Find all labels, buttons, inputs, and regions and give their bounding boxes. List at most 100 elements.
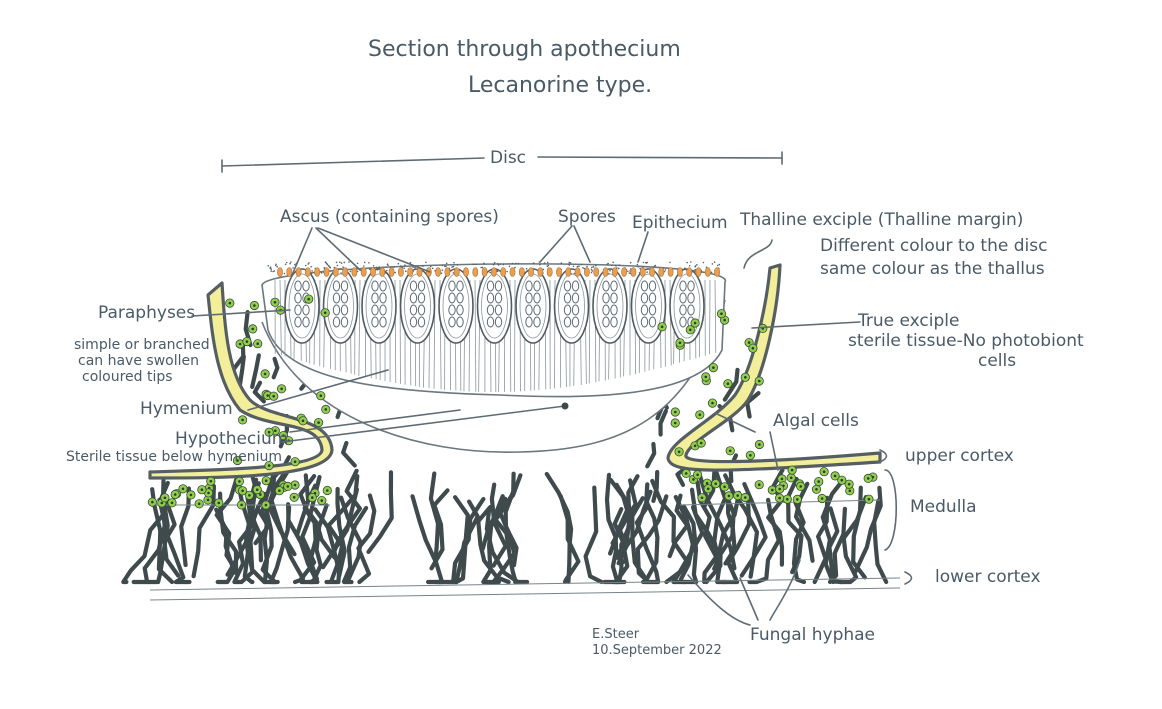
algal-cell	[186, 490, 196, 500]
spore	[494, 316, 503, 328]
fungal-hypha	[330, 468, 362, 558]
title-line-2: Lecanorine type.	[468, 73, 652, 98]
fungal-hypha	[214, 475, 240, 574]
coloured-tip	[593, 267, 600, 277]
spore	[533, 304, 541, 316]
algal-cell	[792, 494, 802, 504]
true-exciple-note-1: sterile tissue-No photobiont	[848, 331, 1084, 351]
thalline-exciple-left	[148, 281, 334, 480]
spore	[417, 280, 426, 292]
paraphyses-note-1: simple or branched	[74, 337, 210, 353]
spore	[525, 292, 533, 304]
algal-cell	[203, 495, 213, 505]
thalline-exciple-label: Thalline exciple (Thalline margin)	[739, 210, 1023, 230]
algal-cell	[733, 490, 743, 501]
coloured-tip	[518, 267, 525, 277]
algal-cell	[690, 318, 700, 328]
coloured-tip	[295, 267, 302, 277]
algal-cell	[289, 492, 299, 502]
ascus	[592, 268, 628, 344]
fungal-hypha	[366, 470, 394, 554]
spore	[371, 280, 379, 292]
algal-cell	[777, 474, 787, 484]
fungal-hypha	[237, 354, 246, 388]
spore	[610, 316, 618, 328]
coloured-tip	[509, 267, 516, 277]
algal-cell	[283, 481, 293, 491]
fungal-hypha	[252, 380, 266, 404]
algal-cell	[322, 485, 332, 496]
spore	[332, 304, 341, 316]
fungal-hypha	[298, 474, 337, 560]
fungal-hypha	[602, 496, 634, 585]
spore	[409, 292, 418, 304]
algal-cell	[703, 484, 713, 494]
algal-cell	[237, 500, 247, 510]
algal-cell	[814, 476, 824, 487]
algal-cell	[313, 417, 324, 428]
algal-cell	[674, 447, 684, 457]
algal-cell	[740, 492, 750, 503]
true-exciple-label: True exciple	[857, 311, 959, 331]
algal-cell	[206, 476, 216, 486]
algal-cell	[716, 309, 727, 319]
spore	[294, 304, 302, 316]
leader-lines	[191, 225, 913, 626]
algal-cell	[811, 484, 822, 494]
algal-cell	[696, 438, 706, 448]
algal-cells-label: Algal cells	[773, 411, 859, 431]
fungal-hypha	[583, 485, 604, 585]
thalline-note-1: Different colour to the disc	[820, 236, 1047, 256]
algal-cell	[316, 391, 326, 401]
spore	[602, 316, 610, 328]
spore	[294, 316, 302, 328]
coloured-tip	[621, 267, 627, 277]
spore	[409, 280, 418, 292]
coloured-tip	[602, 267, 609, 277]
epithecium-layer	[267, 261, 721, 277]
spore	[648, 316, 657, 328]
coloured-tip	[472, 267, 479, 277]
fungal-hypha	[481, 496, 508, 585]
hypothecium-note: Sterile tissue below hymenium	[66, 449, 282, 465]
spore	[640, 304, 649, 316]
algal-cell	[697, 493, 707, 503]
disc-dimension	[221, 151, 783, 173]
spore	[371, 316, 379, 328]
algal-cell	[844, 479, 854, 489]
fungal-hypha	[313, 507, 342, 585]
fungal-hypha	[712, 471, 728, 585]
spore	[648, 280, 657, 292]
algal-cell	[711, 479, 721, 489]
spore	[302, 304, 310, 316]
spore	[340, 316, 349, 328]
hypothecium-label: Hypothecium	[175, 429, 288, 449]
spore	[679, 316, 687, 328]
algal-cell	[817, 493, 827, 504]
coloured-tip	[667, 267, 674, 277]
fungal-hypha	[271, 356, 280, 380]
spore	[563, 316, 572, 328]
fungal-hypha	[610, 478, 638, 565]
coloured-tip	[611, 267, 618, 277]
spore	[379, 280, 387, 292]
spore	[456, 316, 464, 328]
spore	[602, 292, 610, 304]
algal-cell	[304, 294, 314, 304]
fungal-hypha	[429, 488, 450, 571]
spore	[640, 292, 649, 304]
spore	[687, 280, 695, 292]
coloured-tip	[630, 267, 637, 277]
fungal-hypha	[739, 482, 768, 578]
coloured-tip	[332, 267, 339, 277]
spore	[571, 304, 580, 316]
fungal-hypha	[250, 353, 261, 389]
spore	[610, 304, 618, 316]
algal-cell	[719, 482, 730, 492]
fungal-hypha	[225, 491, 268, 577]
fungal-hypha	[722, 367, 740, 402]
fungal-hypha	[179, 486, 191, 568]
fungal-hypha	[616, 489, 653, 566]
algal-cell	[260, 369, 270, 379]
